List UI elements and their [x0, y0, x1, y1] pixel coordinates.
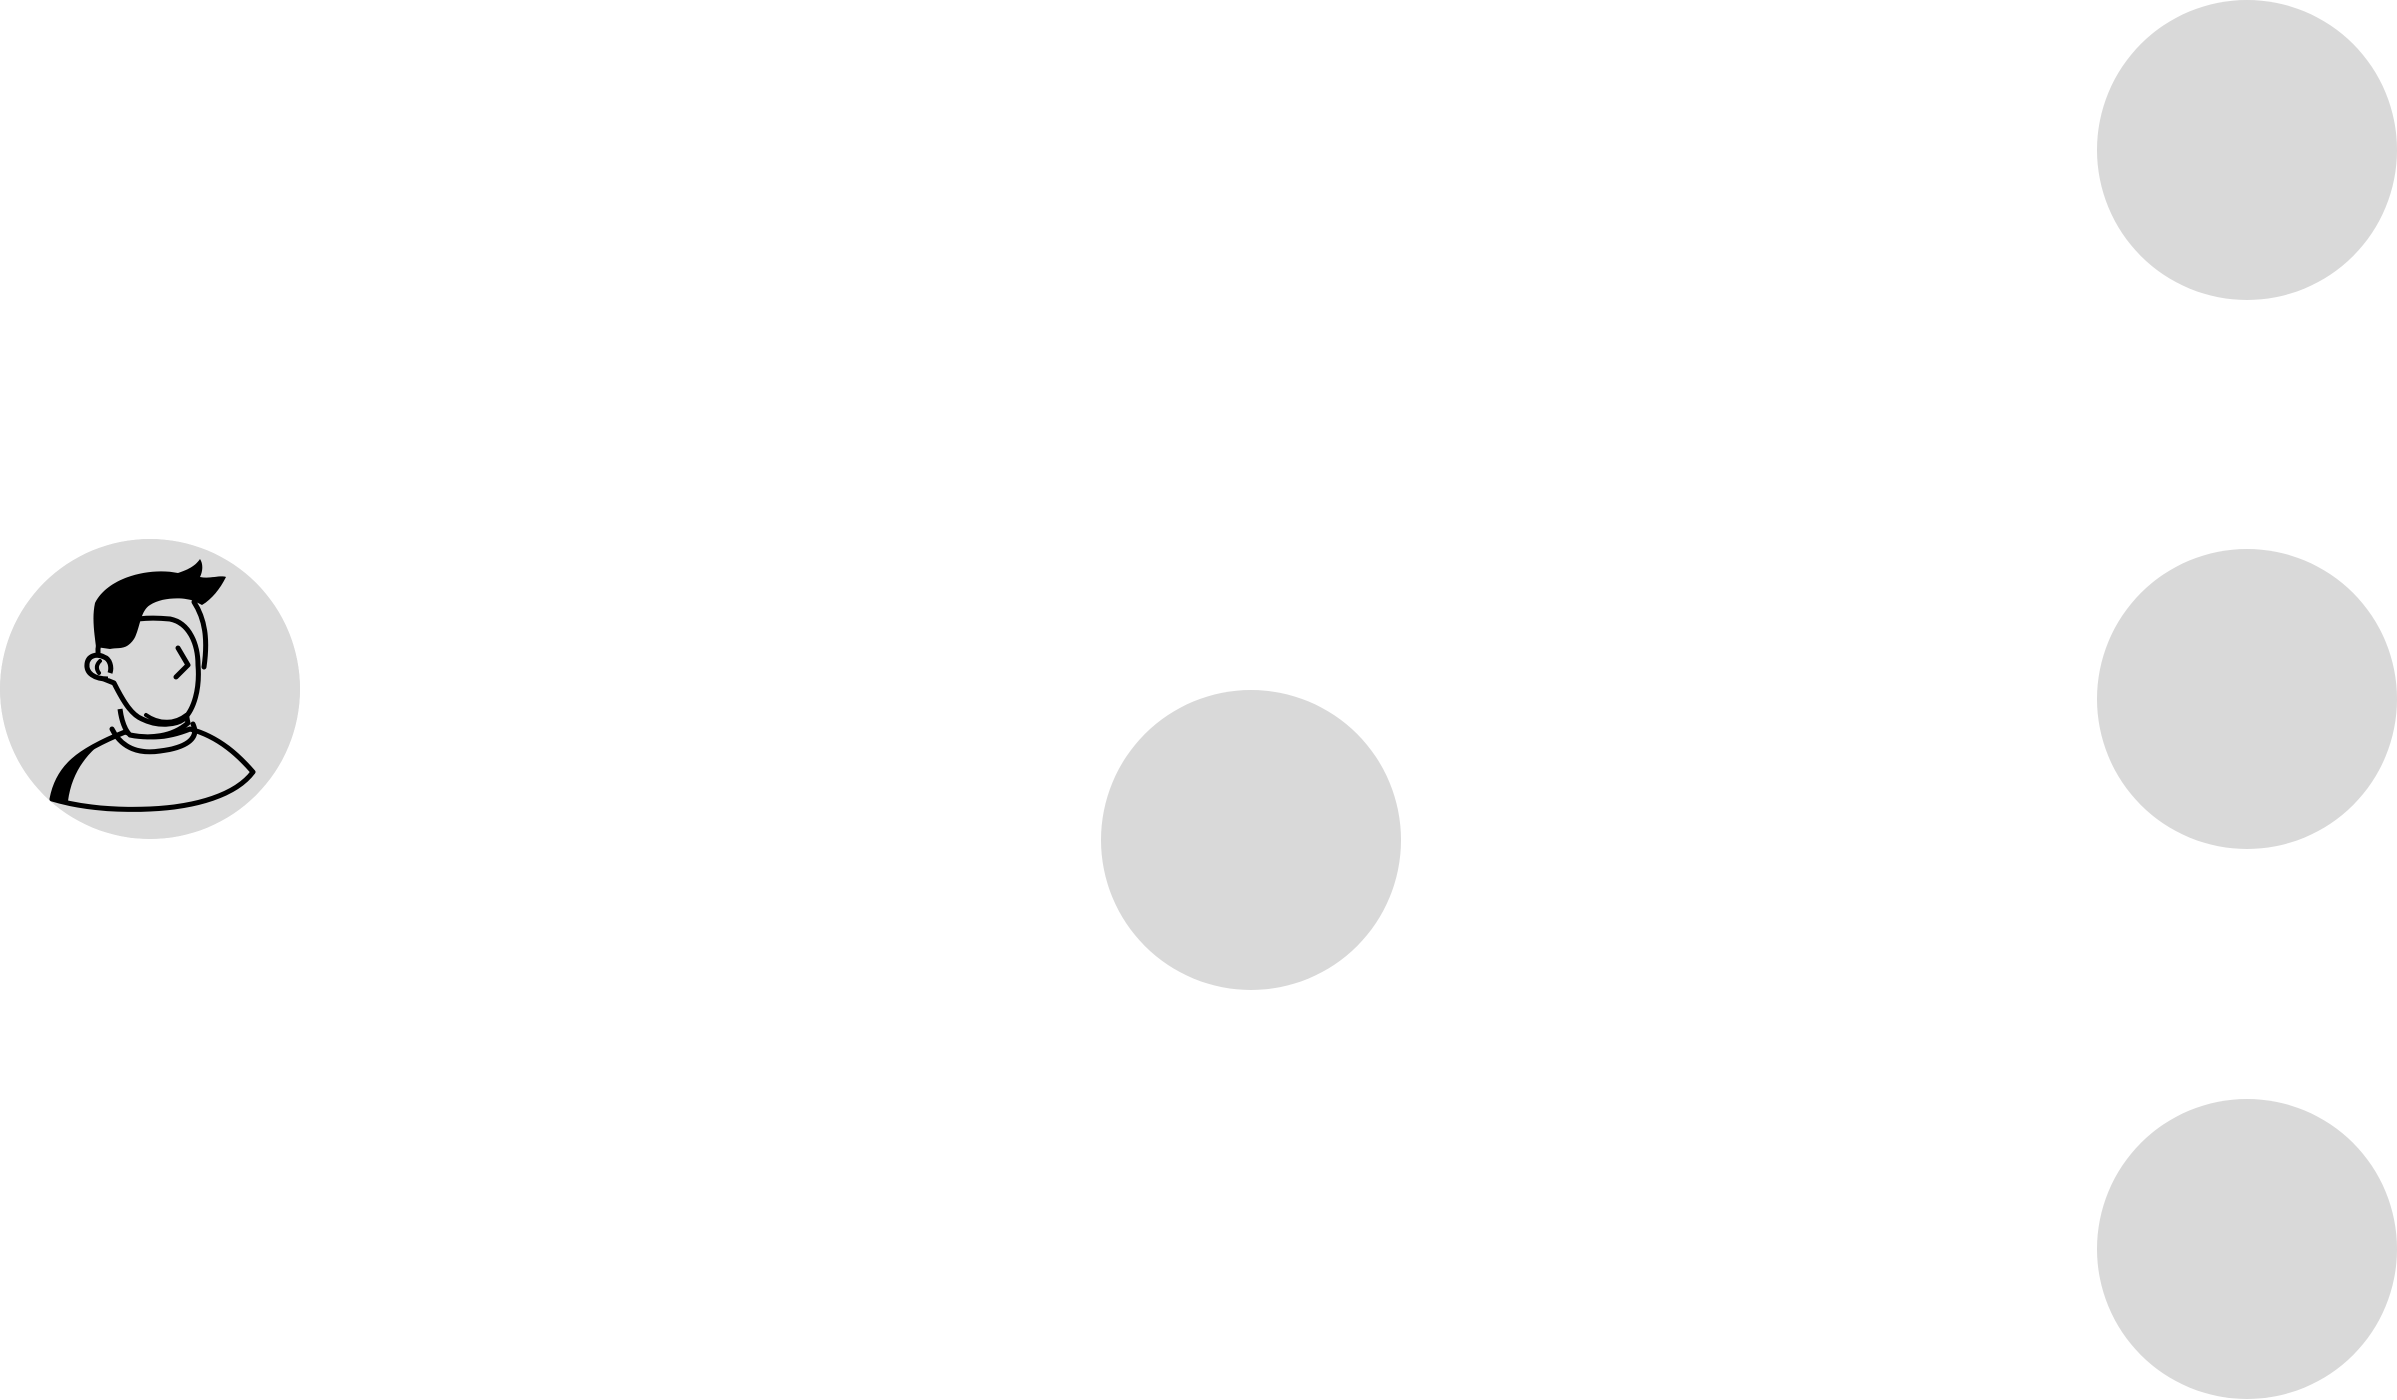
- right-top-node[interactable]: [2097, 0, 2397, 300]
- right-bottom-node[interactable]: [2097, 1099, 2397, 1399]
- user-node[interactable]: [0, 539, 300, 839]
- center-node[interactable]: [1101, 690, 1401, 990]
- right-middle-node[interactable]: [2097, 549, 2397, 849]
- person-avatar-icon: [0, 539, 300, 839]
